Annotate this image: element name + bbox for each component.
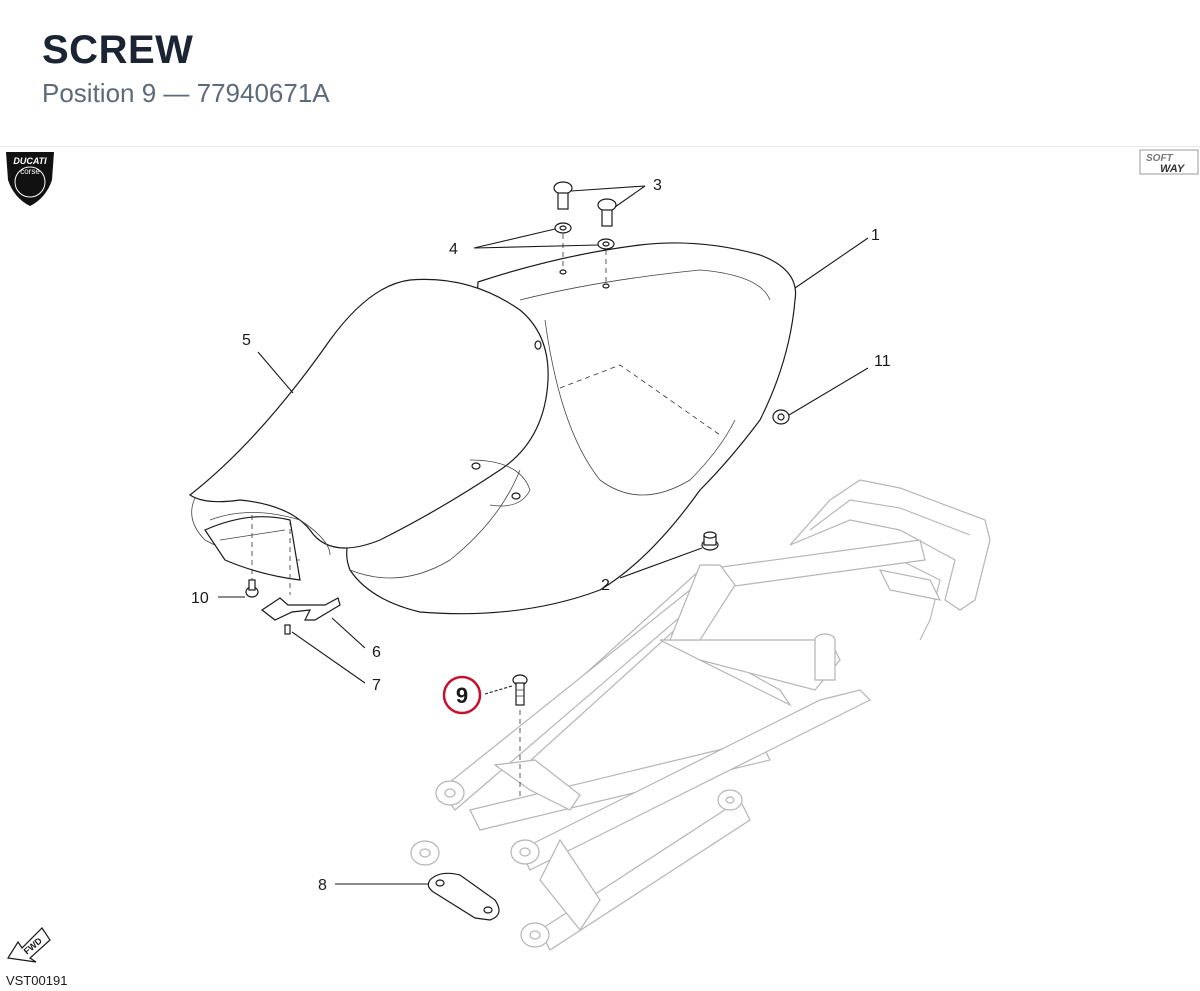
svg-text:SOFT: SOFT [1146, 153, 1174, 164]
svg-text:DUCATI: DUCATI [13, 156, 47, 166]
callout-9-highlight[interactable]: 9 [442, 675, 482, 715]
svg-text:WAY: WAY [1160, 163, 1186, 175]
screw-part-7 [284, 624, 291, 635]
callout-11: 11 [874, 353, 891, 370]
callout-leaders [218, 185, 869, 885]
plate-part-8 [427, 872, 500, 921]
callout-10: 10 [191, 590, 209, 607]
screw-pair-part-3 [553, 181, 617, 227]
svg-text:corse: corse [20, 167, 40, 176]
callout-7: 7 [372, 677, 381, 694]
callout-9: 9 [456, 683, 468, 708]
screw-part-9 [512, 674, 528, 706]
screw-part-10 [245, 579, 259, 598]
drawing-code: VST00191 [6, 973, 67, 988]
callout-6: 6 [372, 644, 381, 661]
callout-4: 4 [449, 241, 458, 258]
callout-8: 8 [318, 877, 327, 894]
callout-3: 3 [653, 177, 662, 194]
washer-pair-part-4 [554, 222, 615, 250]
page-header: SCREW Position 9 — 77940671A [0, 0, 1200, 147]
page-title: SCREW [42, 28, 194, 72]
callout-1: 1 [871, 227, 880, 244]
mount-hole [602, 283, 610, 289]
fwd-arrow-icon: FWD [7, 927, 51, 963]
bracket-part-6 [260, 597, 341, 621]
seat-assembly [188, 242, 797, 615]
hook-axis-line [559, 364, 721, 436]
callout-2: 2 [601, 577, 610, 594]
mount-hole [559, 269, 567, 275]
softway-logo-icon: SOFT WAY [1139, 149, 1199, 175]
rear-subframe [410, 479, 991, 951]
grommet-part-11 [772, 409, 790, 425]
callout-5: 5 [242, 332, 251, 349]
part-position-subtitle: Position 9 — 77940671A [42, 78, 330, 108]
ducati-corse-shield-icon: DUCATI corse [6, 152, 54, 206]
rubber-bumper-part-2 [701, 531, 719, 551]
